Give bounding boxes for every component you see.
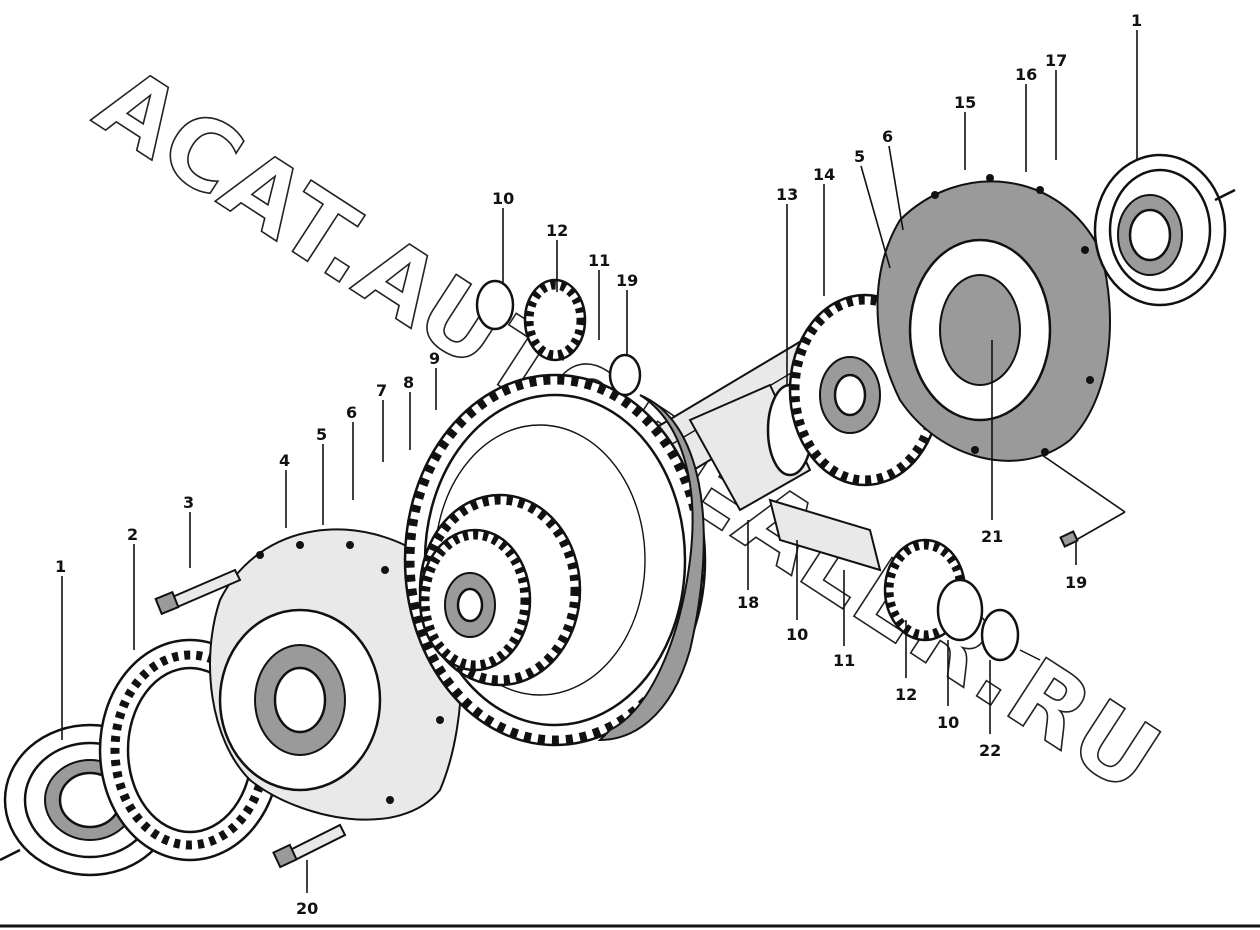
callout-13: 13	[776, 185, 798, 204]
bearing-right	[1093, 153, 1236, 307]
callout-8: 8	[403, 373, 414, 392]
callout-14: 14	[813, 165, 835, 184]
callout-18: 18	[737, 593, 759, 612]
callout-1-right: 1	[1131, 11, 1142, 30]
callout-10-mid: 10	[786, 625, 808, 644]
callout-21: 21	[981, 527, 1003, 546]
callout-16: 16	[1015, 65, 1037, 84]
callout-11-mid: 11	[833, 651, 855, 670]
callout-6-left: 6	[346, 403, 357, 422]
callout-2: 2	[127, 525, 138, 544]
callout-4: 4	[279, 451, 290, 470]
callout-7: 7	[376, 381, 387, 400]
callout-10-bottom: 10	[937, 713, 959, 732]
callout-6-right: 6	[882, 127, 893, 146]
callout-5-left: 5	[316, 425, 327, 444]
carrier-housing	[209, 528, 463, 821]
callout-1-left: 1	[55, 557, 66, 576]
upper-pinion-group	[475, 278, 642, 397]
lower-pinion-group	[768, 498, 1041, 662]
callout-9: 9	[429, 349, 440, 368]
callout-5-right: 5	[854, 147, 865, 166]
callout-19-top: 19	[616, 271, 638, 290]
callout-17: 17	[1045, 51, 1067, 70]
bolt-3	[154, 568, 242, 616]
callout-15: 15	[954, 93, 976, 112]
callout-group: 1 2 3 4 5 6 7 8 9 10 12 11	[55, 11, 1142, 918]
bolt-20	[272, 823, 347, 869]
callout-22: 22	[979, 741, 1001, 760]
callout-20: 20	[296, 899, 318, 918]
differential-housing	[876, 174, 1111, 462]
callout-11-top: 11	[588, 251, 610, 270]
callout-10-top: 10	[492, 189, 514, 208]
callout-12-top: 12	[546, 221, 568, 240]
callout-3: 3	[183, 493, 194, 512]
callout-19-right: 19	[1065, 573, 1087, 592]
sun-gear-assembly	[418, 493, 582, 687]
callout-12-bottom: 12	[895, 685, 917, 704]
